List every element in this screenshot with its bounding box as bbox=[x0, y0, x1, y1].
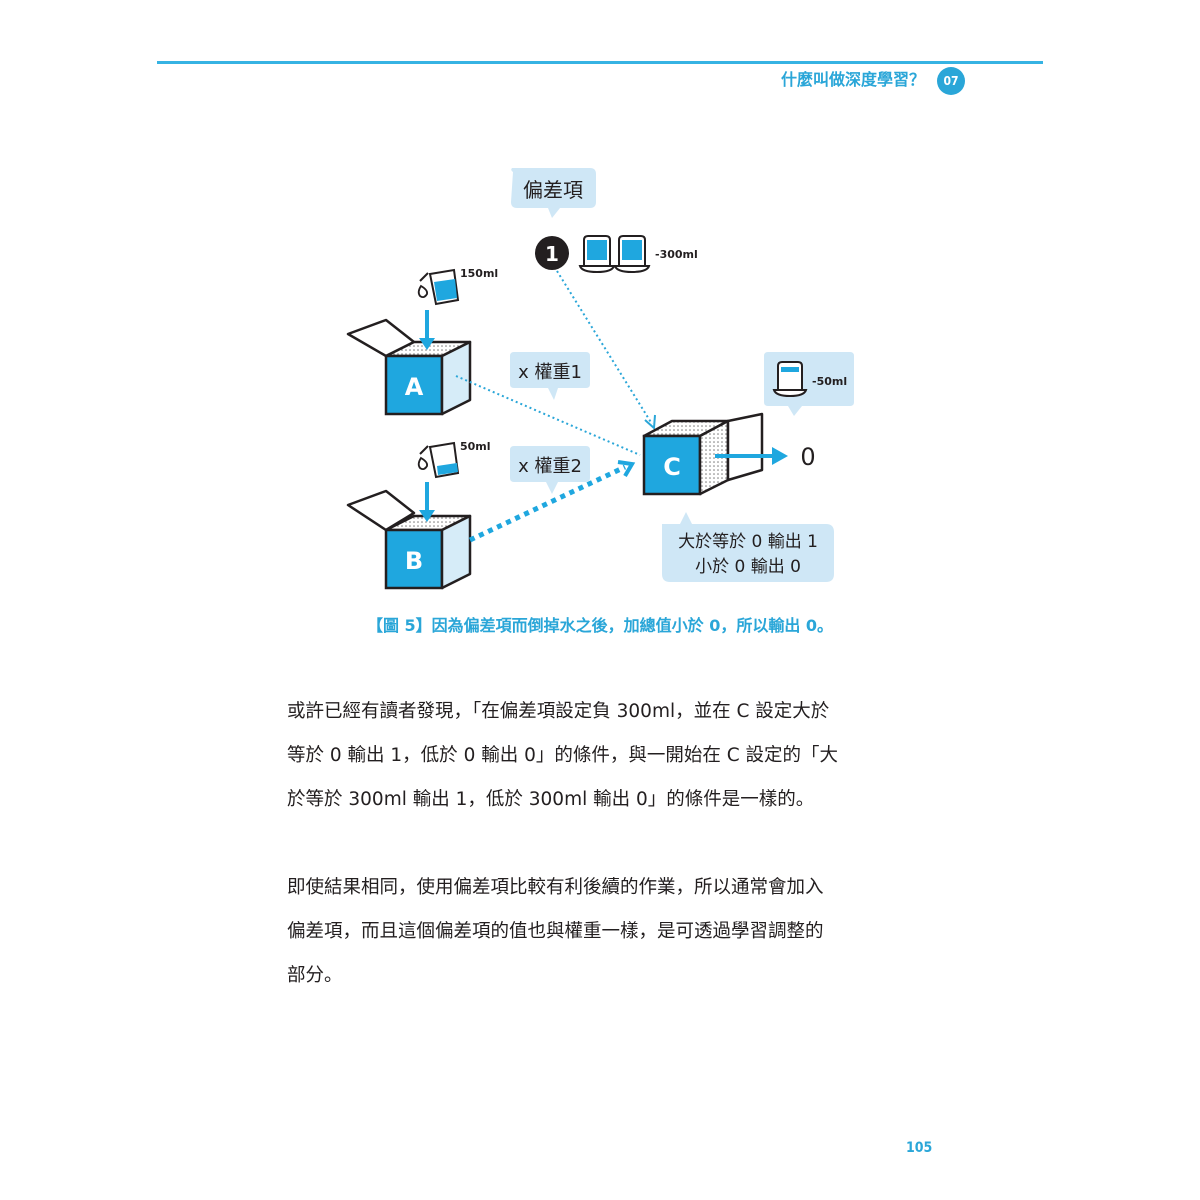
output-value: 0 bbox=[800, 443, 815, 471]
body-paragraph-1: 或許已經有讀者發現，「在偏差項設定負 300ml，並在 C 設定大於 等於 0 … bbox=[287, 690, 927, 822]
weight-2-bubble: x 權重2 bbox=[510, 446, 590, 494]
weight-1-label: x 權重1 bbox=[518, 362, 582, 383]
arrow-down-icon bbox=[419, 310, 435, 350]
rule-line-2: 小於 0 輸出 0 bbox=[695, 557, 801, 577]
paragraph-line: 或許已經有讀者發現，「在偏差項設定負 300ml，並在 C 設定大於 bbox=[287, 701, 830, 722]
activation-rule-bubble: 大於等於 0 輸出 1 小於 0 輸出 0 bbox=[662, 512, 834, 582]
paragraph-line: 即使結果相同，使用偏差項比較有利後續的作業，所以通常會加入 bbox=[287, 877, 824, 898]
input-box-a: A bbox=[346, 318, 472, 416]
input-a-label: A bbox=[405, 373, 424, 401]
paragraph-line: 部分。 bbox=[287, 965, 343, 986]
paragraph-line: 等於 0 輸出 1，低於 0 輸出 0」的條件，與一開始在 C 設定的「大 bbox=[287, 745, 839, 766]
paragraph-line: 偏差項，而且這個偏差項的值也與權重一樣，是可透過學習調整的 bbox=[287, 921, 824, 942]
bias-label: 偏差項 bbox=[523, 178, 583, 202]
water-cup-icon bbox=[772, 361, 808, 398]
paragraph-line: 於等於 300ml 輸出 1，低於 300ml 輸出 0」的條件是一樣的。 bbox=[287, 789, 815, 810]
weight-1-link bbox=[455, 375, 641, 456]
body-paragraph-2: 即使結果相同，使用偏差項比較有利後續的作業，所以通常會加入 偏差項，而且這個偏差… bbox=[287, 866, 927, 998]
arrow-right-icon bbox=[715, 447, 788, 465]
input-b-amount: 50ml bbox=[460, 440, 491, 453]
water-cup-icon bbox=[613, 235, 651, 274]
bias-link bbox=[556, 270, 653, 425]
weight-1-bubble: x 權重1 bbox=[510, 352, 590, 400]
bias-neuron-figure: 偏差項 1 -300ml 150ml A bbox=[300, 160, 900, 600]
running-title: 什麼叫做深度學習？ bbox=[780, 70, 925, 89]
input-a-amount: 150ml bbox=[460, 267, 498, 280]
sum-bubble: -50ml bbox=[764, 352, 854, 416]
input-b-label: B bbox=[405, 547, 423, 575]
water-pouring-beaker-icon bbox=[417, 268, 460, 306]
sum-amount: -50ml bbox=[812, 375, 847, 388]
output-c-label: C bbox=[663, 453, 681, 481]
chapter-badge: 07 bbox=[937, 67, 965, 95]
bias-input-value: 1 bbox=[545, 242, 559, 266]
input-box-b: B bbox=[346, 489, 472, 590]
bias-amount: -300ml bbox=[655, 248, 698, 261]
water-cup-icon bbox=[578, 235, 616, 274]
rule-line-1: 大於等於 0 輸出 1 bbox=[678, 532, 818, 552]
weight-2-link bbox=[468, 464, 627, 543]
bias-label-bubble: 偏差項 bbox=[511, 168, 596, 218]
bias-input-node: 1 bbox=[535, 236, 569, 270]
header-rule bbox=[157, 61, 1043, 64]
arrow-down-icon bbox=[419, 482, 435, 522]
figure-caption: 【圖 5】因為偏差項而倒掉水之後，加總值小於 0，所以輸出 0。 bbox=[366, 616, 834, 635]
output-box-c: C bbox=[642, 412, 764, 496]
page-number: 105 bbox=[906, 1140, 933, 1156]
water-pouring-beaker-icon bbox=[417, 441, 460, 479]
weight-2-label: x 權重2 bbox=[518, 456, 582, 477]
